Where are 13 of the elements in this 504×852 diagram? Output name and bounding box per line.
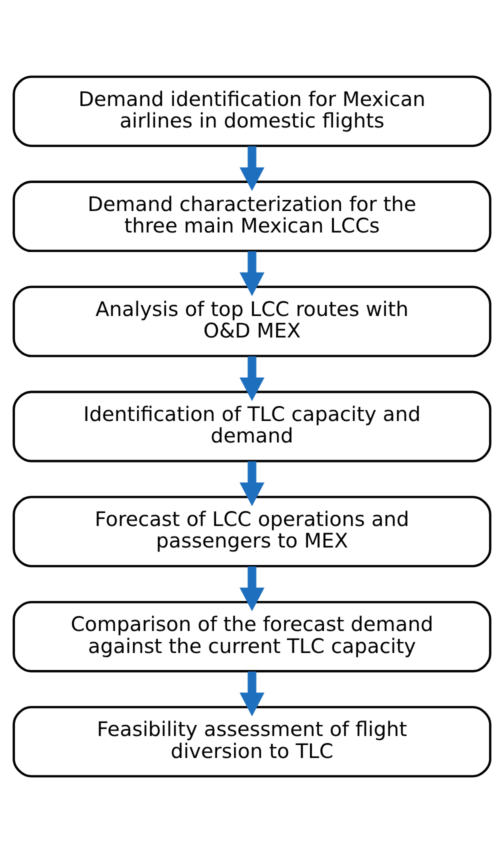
arrow bbox=[240, 356, 264, 401]
node-box: Identification of TLC capacity and demand bbox=[12, 390, 492, 462]
arrow bbox=[240, 566, 264, 611]
node-box: Forecast of LCC operations and passengers to MEX bbox=[12, 495, 492, 567]
arrow bbox=[240, 460, 264, 506]
node-box: Demand characterization for the three main Mexican LCCs bbox=[12, 180, 492, 252]
node-box: Analysis of top LCC routes with O&D MEX bbox=[12, 285, 492, 357]
node-box: Demand identification for Mexican airlines in domestic flights bbox=[12, 75, 492, 146]
node-box: Feasibility assessment of flight diversion to TLC bbox=[12, 706, 492, 777]
node-box: Comparison of the forecast demand against the current TLC capacity bbox=[12, 600, 492, 672]
arrow bbox=[240, 250, 264, 296]
arrow bbox=[240, 146, 264, 191]
arrow bbox=[240, 671, 264, 716]
